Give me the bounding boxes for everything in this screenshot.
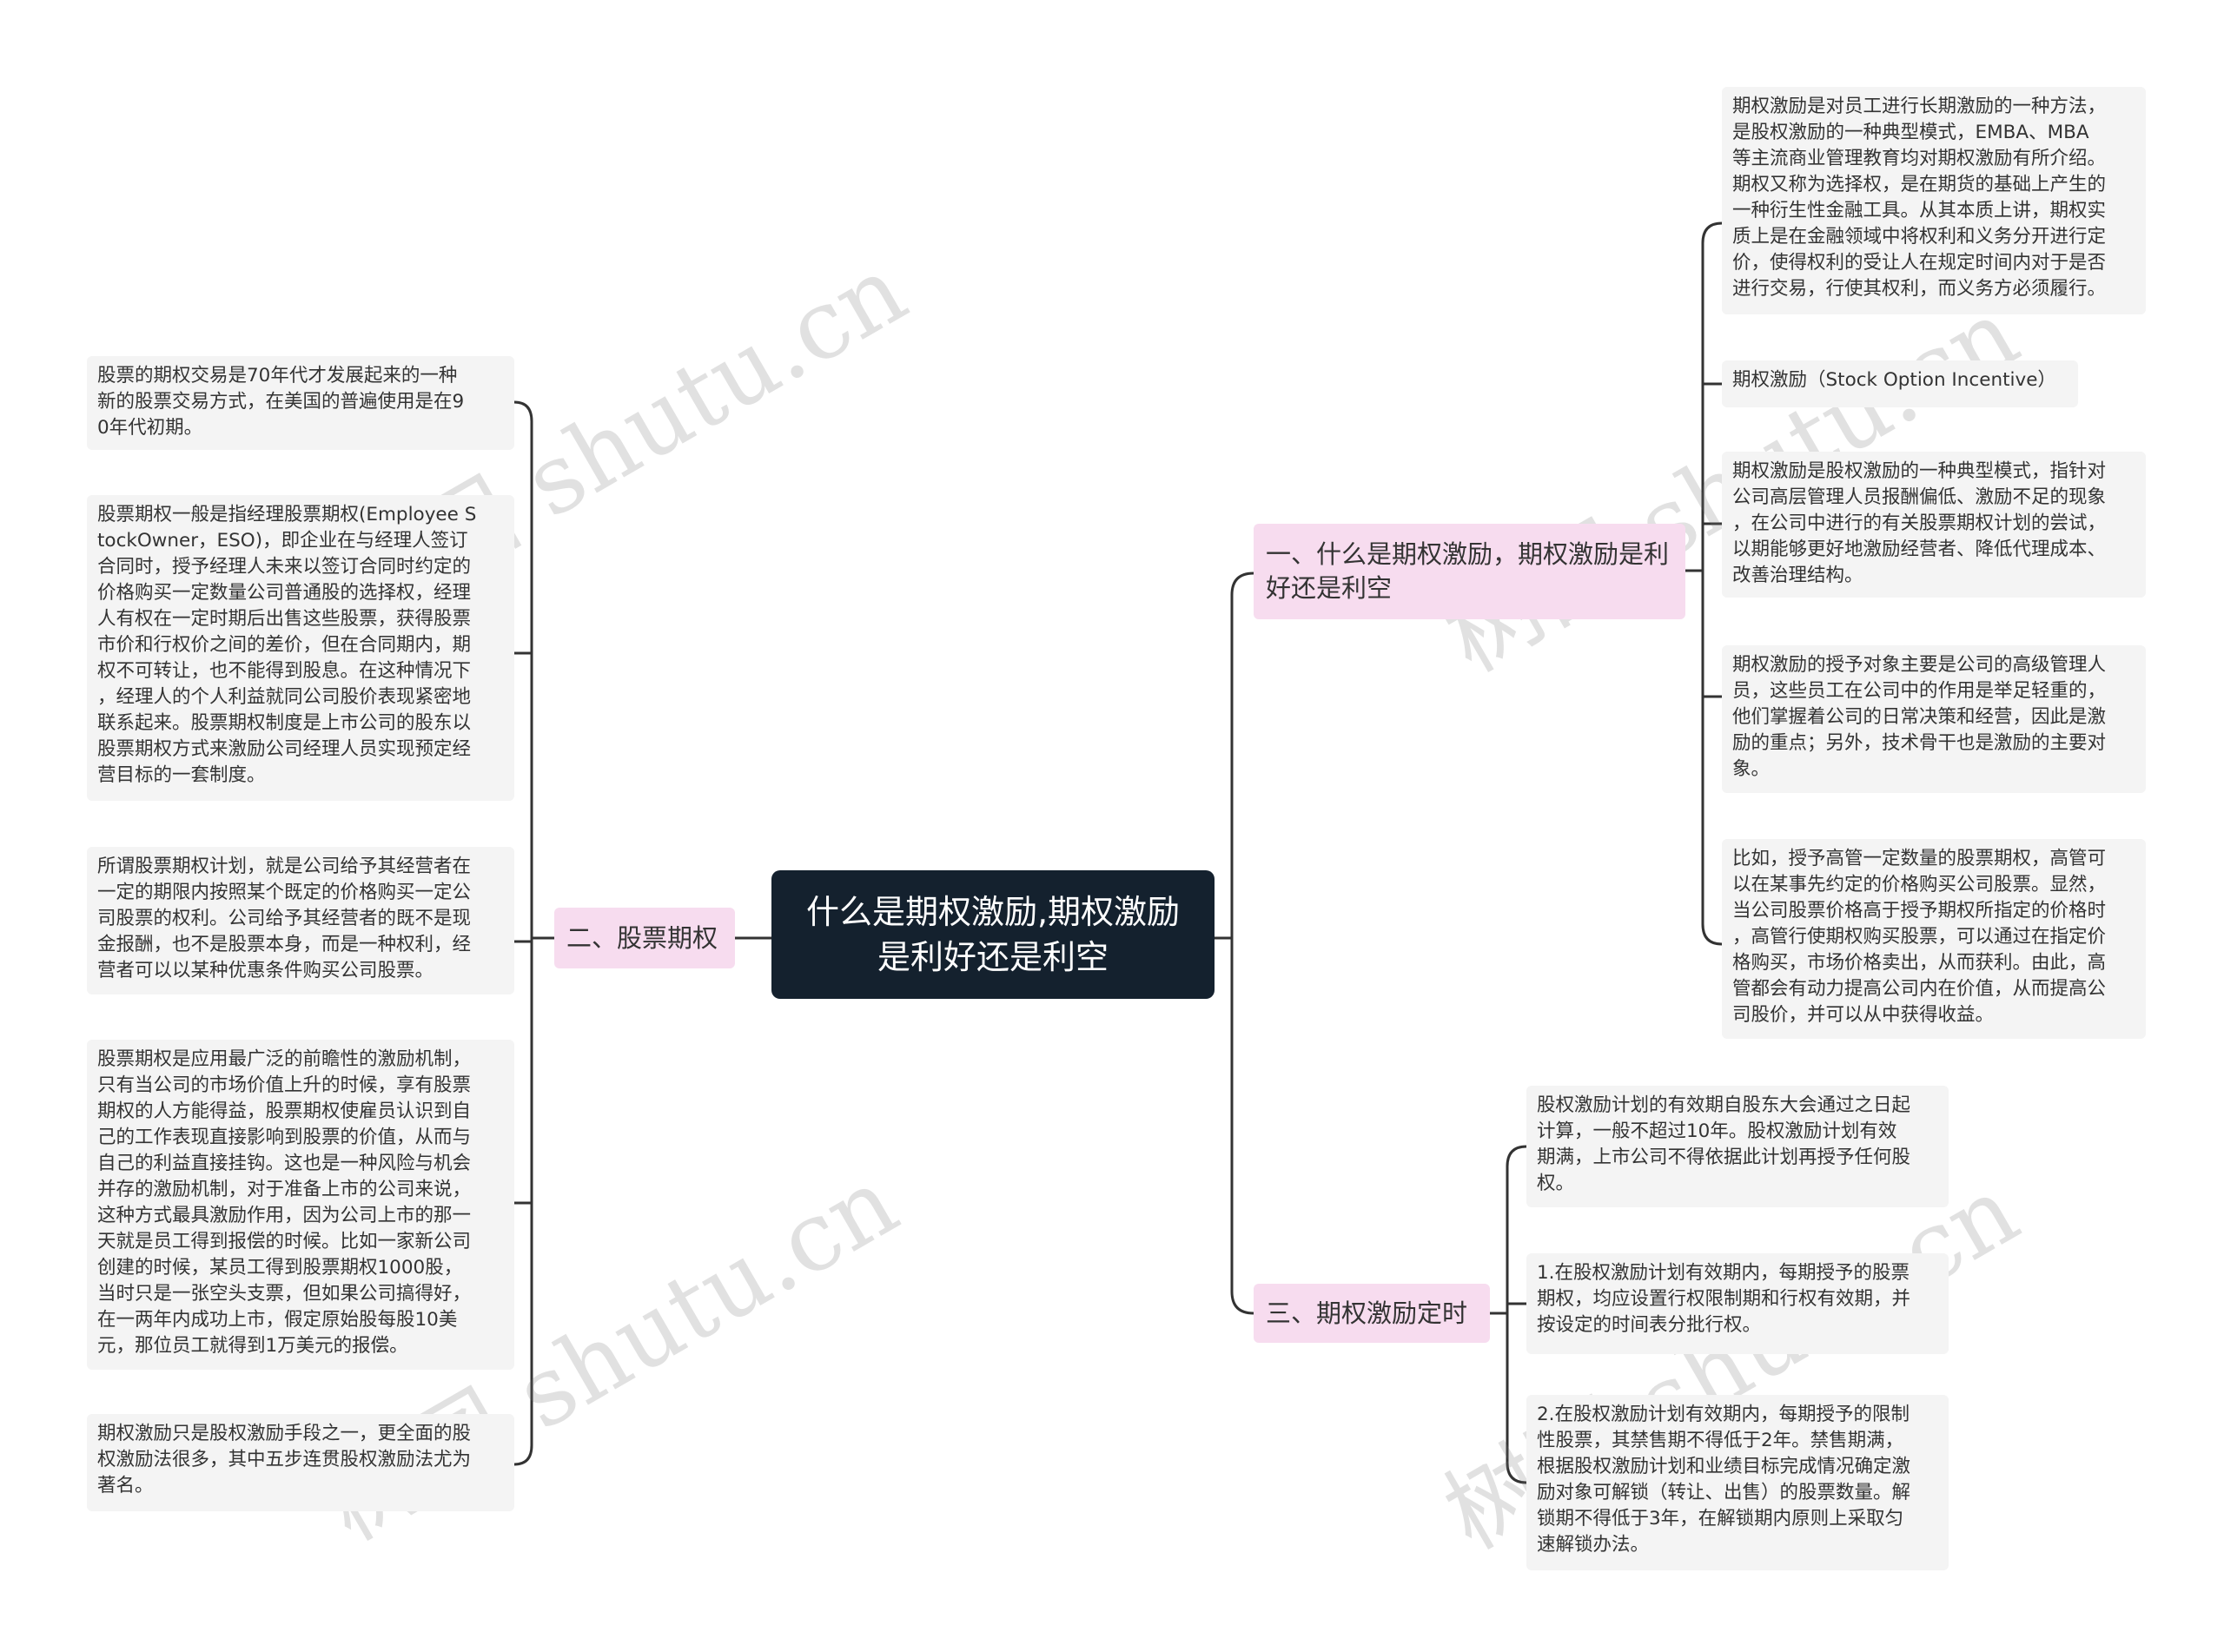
leaf-node[interactable]: 期权激励是股权激励的一种典型模式，指针对 公司高层管理人员报酬偏低、激励不足的现… xyxy=(1722,452,2146,598)
leaf-node[interactable]: 1.在股权激励计划有效期内，每期授予的股票 期权，均应设置行权限制期和行权有效期… xyxy=(1526,1253,1949,1354)
leaf-node[interactable]: 股票期权是应用最广泛的前瞻性的激励机制， 只有当公司的市场价值上升的时候，享有股… xyxy=(87,1040,514,1370)
leaf-node[interactable]: 期权激励只是股权激励手段之一，更全面的股 权激励法很多，其中五步连贯股权激励法尤… xyxy=(87,1414,514,1511)
branch-label: 二、股票期权 xyxy=(566,922,718,953)
leaf-node[interactable]: 股票期权一般是指经理股票期权(Employee S tockOwner，ESO)… xyxy=(87,495,514,801)
branch-label: 三、期权激励定时 xyxy=(1266,1298,1468,1328)
branch-option-timing[interactable]: 三、期权激励定时 xyxy=(1254,1284,1490,1343)
branch-label: 一、什么是期权激励，期权激励是利好还是利空 xyxy=(1266,539,1670,603)
root-title: 什么是期权激励,期权激励 是利好还是利空 xyxy=(805,893,1181,976)
leaf-node[interactable]: 股票的期权交易是70年代才发展起来的一种 新的股票交易方式，在美国的普遍使用是在… xyxy=(87,356,514,450)
leaf-node[interactable]: 股权激励计划的有效期自股东大会通过之日起 计算，一般不超过10年。股权激励计划有… xyxy=(1526,1086,1949,1207)
branch-what-is-option-incentive[interactable]: 一、什么是期权激励，期权激励是利好还是利空 xyxy=(1254,524,1685,619)
leaf-node[interactable]: 2.在股权激励计划有效期内，每期授予的限制 性股票，其禁售期不得低于2年。禁售期… xyxy=(1526,1395,1949,1570)
leaf-node[interactable]: 期权激励的授予对象主要是公司的高级管理人 员，这些员工在公司中的作用是举足轻重的… xyxy=(1722,645,2146,793)
leaf-node[interactable]: 期权激励（Stock Option Incentive） xyxy=(1722,360,2078,407)
leaf-node[interactable]: 期权激励是对员工进行长期激励的一种方法， 是股权激励的一种典型模式，EMBA、M… xyxy=(1722,87,2146,314)
root-node[interactable]: 什么是期权激励,期权激励 是利好还是利空 xyxy=(771,870,1215,999)
leaf-node[interactable]: 比如，授予高管一定数量的股票期权，高管可 以在某事先约定的价格购买公司股票。显然… xyxy=(1722,839,2146,1039)
branch-stock-options[interactable]: 二、股票期权 xyxy=(554,908,735,968)
leaf-node[interactable]: 所谓股票期权计划，就是公司给予其经营者在 一定的期限内按照某个既定的价格购买一定… xyxy=(87,847,514,995)
